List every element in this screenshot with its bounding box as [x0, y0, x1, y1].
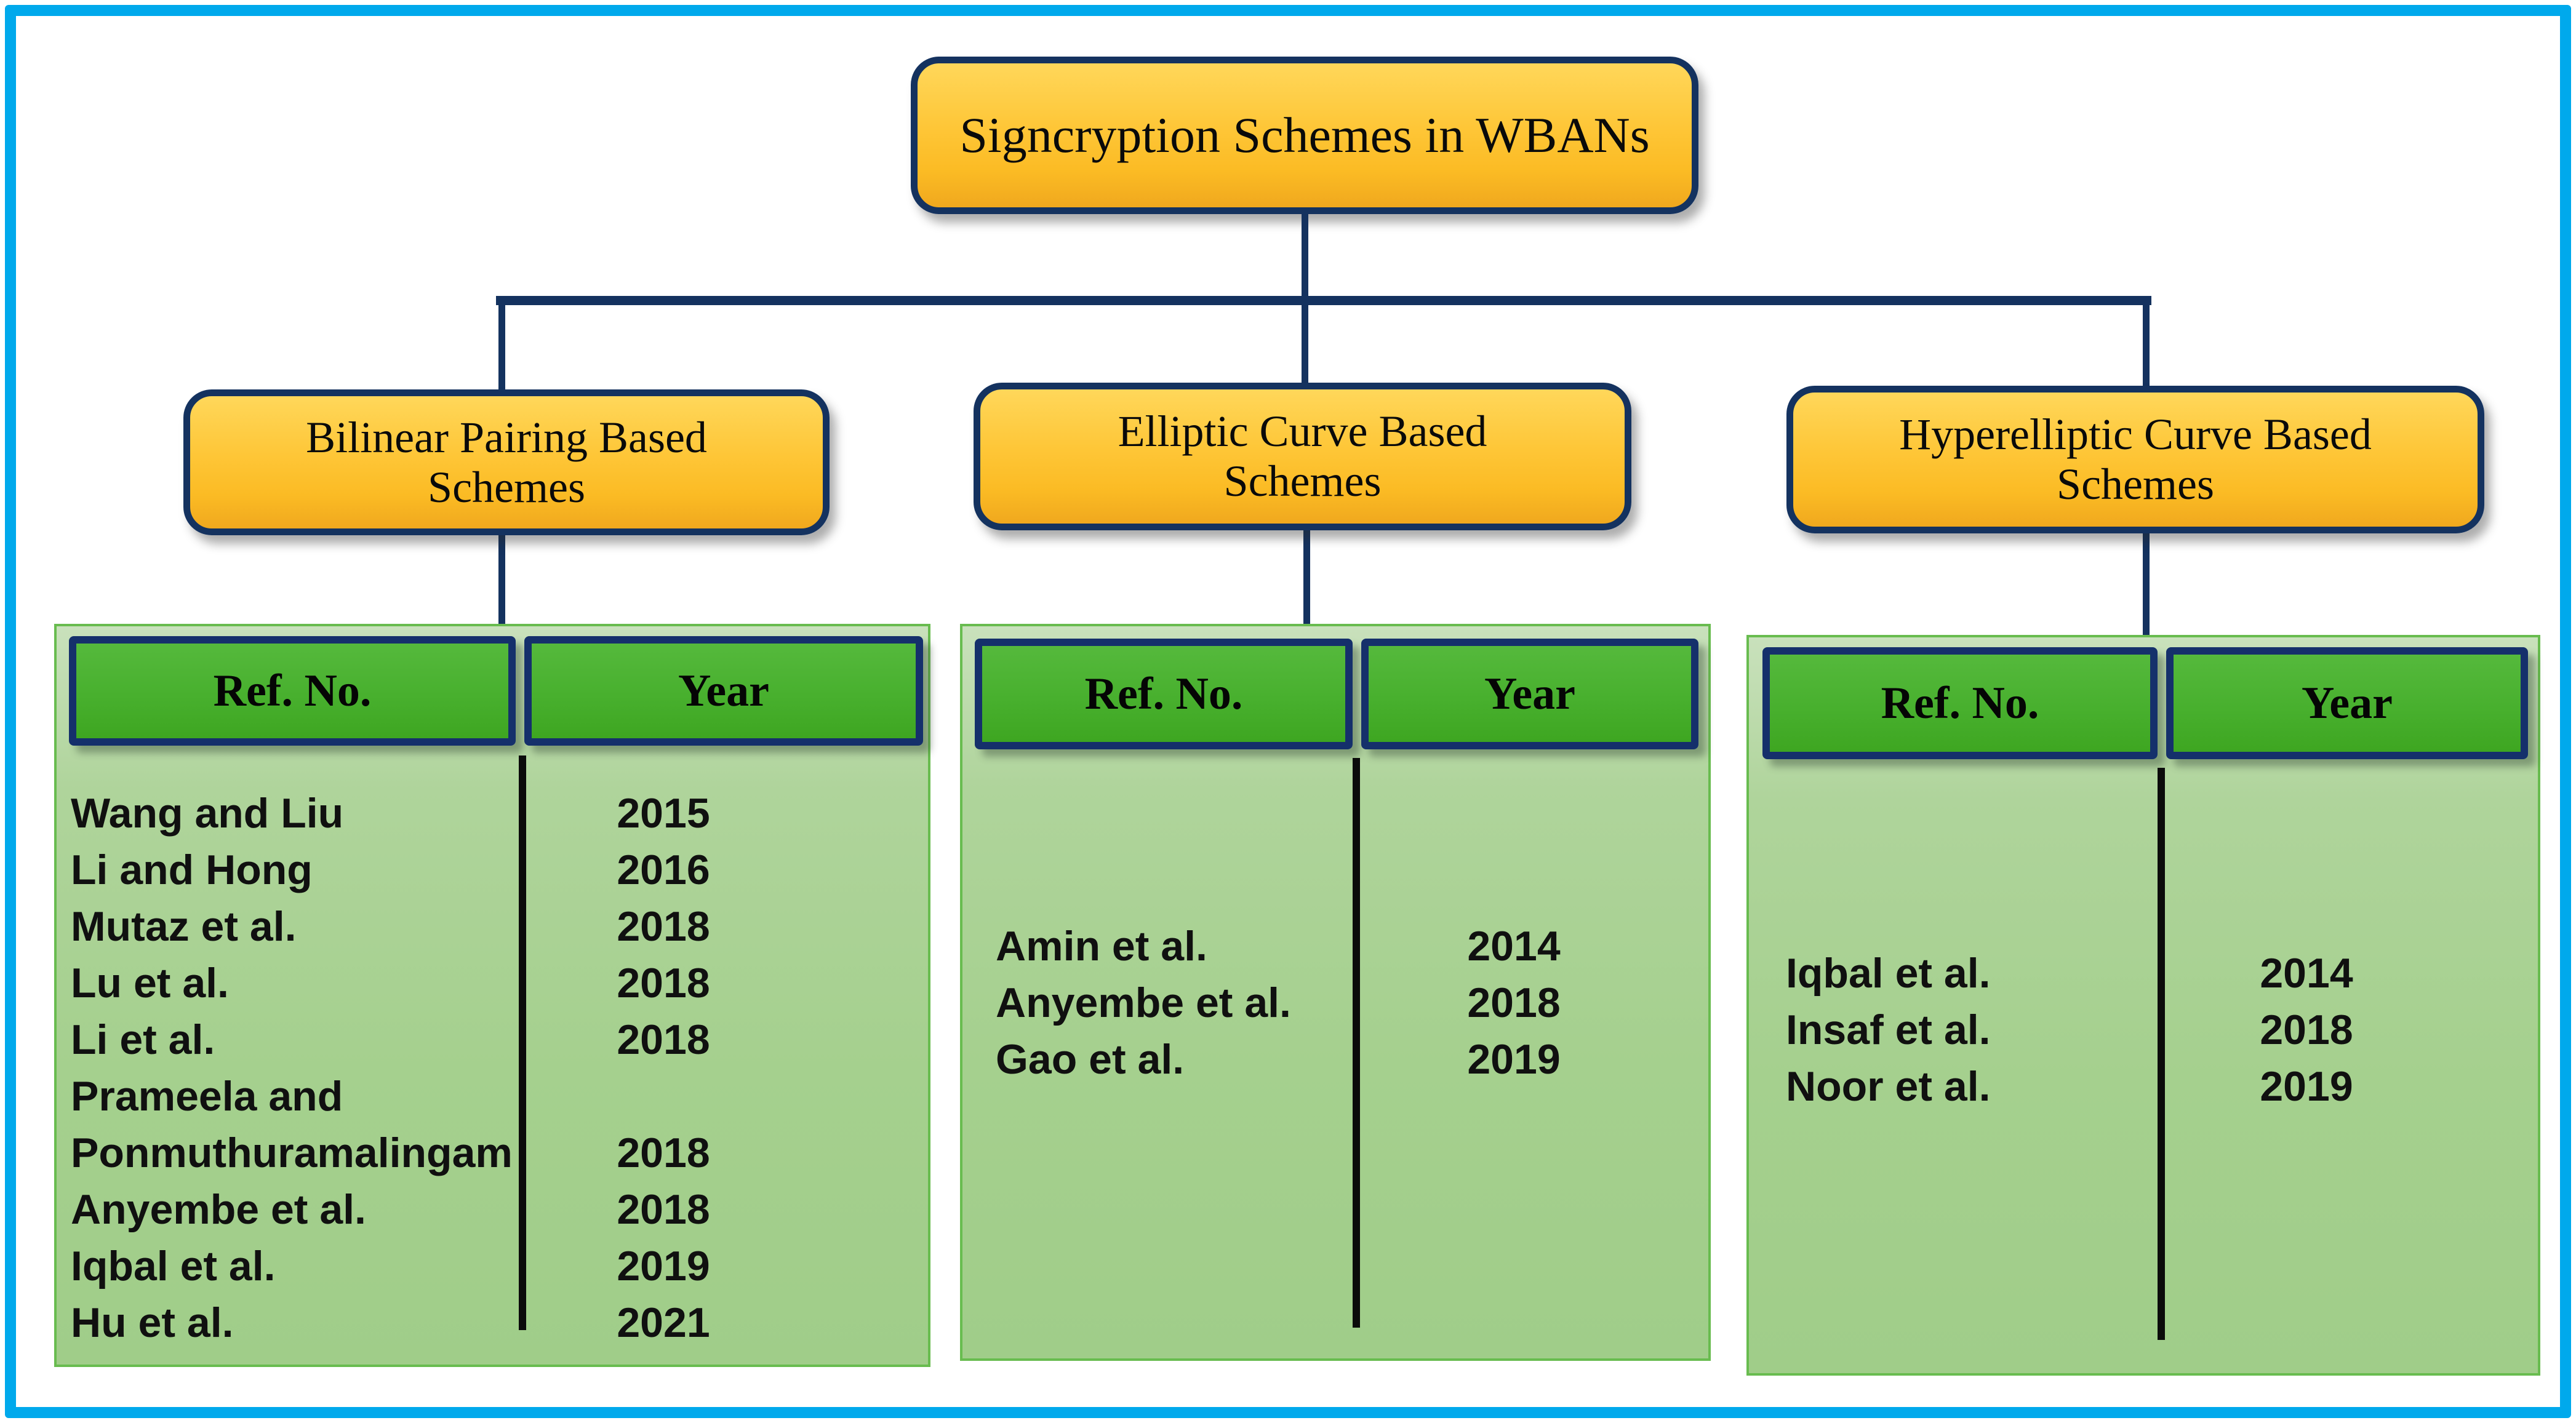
year-cell: 2018	[2260, 1006, 2353, 1053]
branch-node-elliptic: Elliptic Curve Based Schemes	[974, 383, 1631, 530]
connector-horizontal	[496, 296, 2151, 305]
root-node: Signcryption Schemes in WBANs	[911, 57, 1698, 214]
header-cell-year: Year	[1361, 639, 1698, 749]
branch-node-hyperelliptic: Hyperelliptic Curve Based Schemes	[1786, 386, 2484, 533]
year-cell: 2018	[617, 903, 710, 950]
connector-middle-box-to-table	[1303, 527, 1310, 626]
year-cell: 2016	[617, 847, 710, 893]
header-cell-ref: Ref. No.	[1762, 647, 2158, 759]
table-row: Lu et al. 2018	[71, 955, 926, 1011]
ref-cell: Noor et al.	[1786, 1063, 1991, 1110]
year-cell: 2018	[1467, 979, 1561, 1026]
column-divider	[2158, 768, 2165, 1340]
connector-drop-right	[2143, 296, 2150, 388]
connector-drop-middle	[1302, 296, 1308, 386]
year-cell: 2018	[617, 1016, 710, 1063]
ref-cell: Iqbal et al.	[1786, 950, 1991, 997]
year-cell: 2019	[1467, 1036, 1561, 1083]
header-cell-year: Year	[2166, 647, 2528, 759]
outer-frame	[5, 5, 2571, 1418]
header-cell-ref: Ref. No.	[69, 636, 516, 746]
table-row: Li et al. 2018	[71, 1011, 926, 1068]
ref-cell: Li et al.	[71, 1016, 215, 1063]
ref-cell: Li and Hong	[71, 847, 313, 893]
branch-node-label: Elliptic Curve Based Schemes	[1118, 407, 1487, 506]
ref-cell: Hu et al.	[71, 1299, 234, 1346]
header-cell-ref: Ref. No.	[975, 639, 1353, 749]
year-cell: 2018	[617, 960, 710, 1006]
table-row: Noor et al. 2019	[1786, 1058, 2524, 1115]
table-row: Anyembe et al. 2018	[71, 1181, 926, 1238]
connector-drop-left	[498, 296, 505, 392]
year-cell: 2018	[617, 1130, 710, 1176]
ref-cell: Gao et al.	[996, 1036, 1185, 1083]
connector-root-vertical	[1302, 213, 1308, 300]
root-node-label: Signcryption Schemes in WBANs	[959, 107, 1650, 164]
table-row: Insaf et al. 2018	[1786, 1002, 2524, 1058]
table-bilinear	[54, 624, 930, 1367]
year-cell: 2018	[617, 1186, 710, 1233]
year-cell: 2021	[617, 1299, 710, 1346]
ref-cell: Wang and Liu	[71, 790, 344, 837]
table-row: Wang and Liu 2015	[71, 785, 926, 842]
ref-cell: Anyembe et al.	[71, 1186, 366, 1233]
branch-node-label: Hyperelliptic Curve Based Schemes	[1899, 410, 2372, 509]
ref-cell: Iqbal et al.	[71, 1243, 276, 1289]
column-divider	[1353, 758, 1360, 1328]
table-row: Li and Hong 2016	[71, 842, 926, 898]
table-row: Hu et al. 2021	[71, 1294, 926, 1351]
table-row: Amin et al. 2014	[996, 918, 1697, 975]
connector-left-box-to-table	[498, 532, 505, 628]
table-row: Iqbal et al. 2014	[1786, 945, 2524, 1002]
ref-cell: Prameela and Ponmuthuramalingam	[71, 1073, 513, 1176]
ref-cell: Mutaz et al.	[71, 903, 297, 950]
table-row: Iqbal et al. 2019	[71, 1238, 926, 1294]
year-cell: 2015	[617, 790, 710, 837]
table-row: Anyembe et al. 2018	[996, 975, 1697, 1031]
table-row: Mutaz et al. 2018	[71, 898, 926, 955]
ref-cell: Anyembe et al.	[996, 979, 1291, 1026]
branch-node-bilinear: Bilinear Pairing Based Schemes	[183, 389, 830, 535]
header-cell-year: Year	[524, 636, 923, 746]
ref-cell: Lu et al.	[71, 960, 229, 1006]
year-cell: 2014	[2260, 950, 2353, 997]
connector-right-box-to-table	[2143, 530, 2150, 637]
column-divider	[519, 755, 526, 1330]
table-row: Prameela and Ponmuthuramalingam 2018	[71, 1068, 926, 1181]
year-cell: 2019	[617, 1243, 710, 1289]
year-cell: 2019	[2260, 1063, 2353, 1110]
year-cell: 2014	[1467, 923, 1561, 970]
ref-cell: Amin et al.	[996, 923, 1207, 970]
branch-node-label: Bilinear Pairing Based Schemes	[306, 412, 707, 512]
table-row: Gao et al. 2019	[996, 1031, 1697, 1088]
ref-cell: Insaf et al.	[1786, 1006, 1991, 1053]
